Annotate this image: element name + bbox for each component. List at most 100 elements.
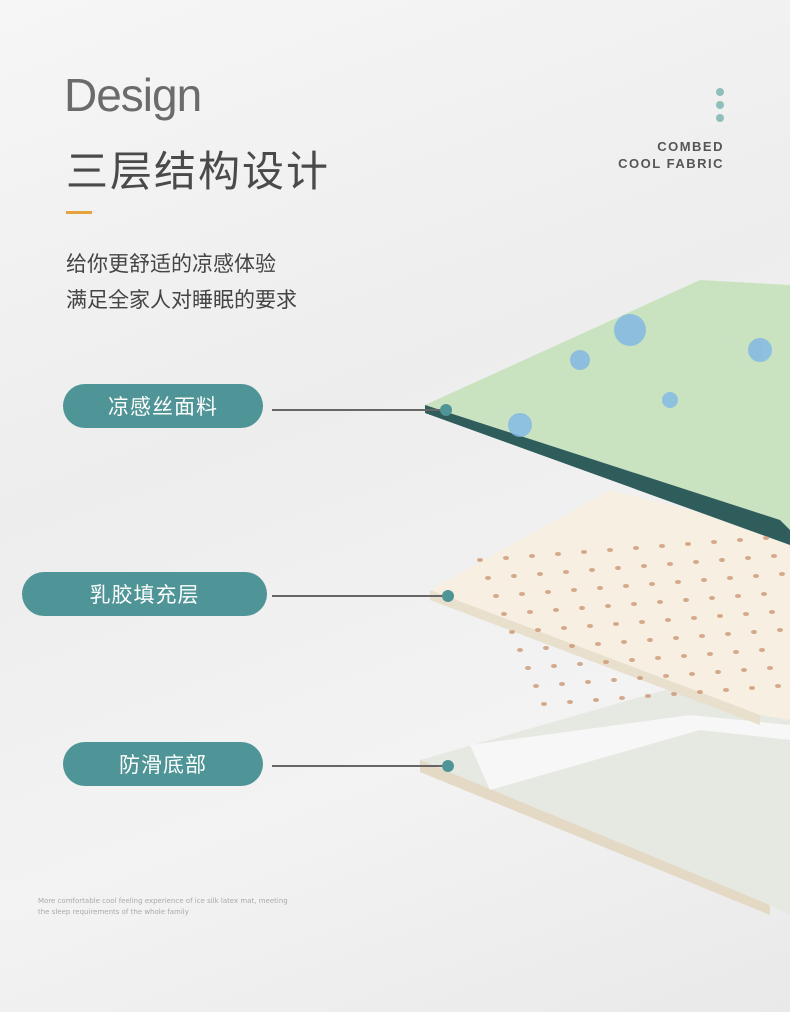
latex-hole <box>501 612 507 616</box>
footer-line-1: More comfortable cool feeling experience… <box>38 897 288 905</box>
latex-hole <box>633 546 639 550</box>
latex-hole <box>561 626 567 630</box>
latex-hole <box>555 552 561 556</box>
title-chinese: 三层结构设计 <box>66 147 331 196</box>
latex-hole <box>659 544 665 548</box>
latex-hole <box>767 666 773 670</box>
latex-hole <box>707 652 713 656</box>
latex-hole <box>775 684 781 688</box>
latex-hole <box>477 558 483 562</box>
latex-hole <box>615 566 621 570</box>
latex-hole <box>737 538 743 542</box>
latex-hole <box>559 682 565 686</box>
dots-decoration <box>716 88 724 127</box>
latex-hole <box>607 548 613 552</box>
connector-dot <box>442 590 454 602</box>
latex-hole <box>691 616 697 620</box>
latex-hole <box>605 604 611 608</box>
latex-hole <box>587 624 593 628</box>
latex-hole <box>723 688 729 692</box>
latex-hole <box>525 666 531 670</box>
latex-hole <box>647 638 653 642</box>
latex-hole <box>689 672 695 676</box>
latex-hole <box>701 578 707 582</box>
latex-hole <box>709 596 715 600</box>
footer-line-2: the sleep requirements of the whole fami… <box>38 908 189 916</box>
latex-hole <box>693 560 699 564</box>
latex-hole <box>665 618 671 622</box>
latex-hole <box>745 556 751 560</box>
latex-hole <box>503 556 509 560</box>
latex-hole <box>751 630 757 634</box>
latex-hole <box>637 676 643 680</box>
latex-hole <box>603 660 609 664</box>
latex-hole <box>511 574 517 578</box>
latex-hole <box>533 684 539 688</box>
latex-hole <box>517 648 523 652</box>
latex-hole <box>613 622 619 626</box>
latex-layer-edge <box>430 590 760 725</box>
latex-hole <box>509 630 515 634</box>
tag-line-2: COOL FABRIC <box>618 156 724 171</box>
latex-hole <box>629 658 635 662</box>
fabric-layer <box>425 280 790 530</box>
subtitle-line-2: 满足全家人对睡眠的要求 <box>66 288 297 312</box>
latex-hole <box>585 680 591 684</box>
elastic-band <box>470 715 790 790</box>
latex-hole <box>715 670 721 674</box>
latex-hole <box>681 654 687 658</box>
latex-hole <box>683 598 689 602</box>
latex-hole <box>541 702 547 706</box>
footer-caption: More comfortable cool feeling experience… <box>38 896 328 918</box>
accent-divider <box>66 211 92 214</box>
latex-hole <box>749 686 755 690</box>
latex-hole <box>655 656 661 660</box>
latex-hole <box>741 668 747 672</box>
latex-hole <box>733 650 739 654</box>
latex-hole <box>577 662 583 666</box>
latex-hole <box>535 628 541 632</box>
latex-hole <box>763 536 769 540</box>
connector-line <box>272 409 442 411</box>
latex-hole <box>551 664 557 668</box>
latex-hole <box>697 690 703 694</box>
connector-line <box>272 765 444 767</box>
latex-hole <box>493 594 499 598</box>
latex-hole <box>611 678 617 682</box>
latex-hole <box>579 606 585 610</box>
latex-hole <box>589 568 595 572</box>
latex-hole <box>595 642 601 646</box>
latex-hole <box>779 572 785 576</box>
latex-hole <box>563 570 569 574</box>
latex-hole <box>545 590 551 594</box>
latex-hole <box>553 608 559 612</box>
connector-line <box>272 595 444 597</box>
latex-hole <box>543 646 549 650</box>
latex-hole <box>519 592 525 596</box>
latex-hole <box>645 694 651 698</box>
latex-hole <box>581 550 587 554</box>
latex-hole <box>597 586 603 590</box>
subtitle-line-1: 给你更舒适的凉感体验 <box>66 252 276 276</box>
latex-hole <box>571 588 577 592</box>
bottom-layer <box>420 680 790 915</box>
latex-hole <box>727 576 733 580</box>
latex-hole <box>753 574 759 578</box>
latex-hole <box>537 572 543 576</box>
latex-hole <box>761 592 767 596</box>
latex-hole <box>777 628 783 632</box>
latex-hole <box>621 640 627 644</box>
tag-line-1: COMBED <box>657 139 724 154</box>
latex-hole <box>657 600 663 604</box>
latex-hole <box>619 696 625 700</box>
latex-hole <box>675 580 681 584</box>
latex-hole <box>529 554 535 558</box>
connector-dot <box>442 760 454 772</box>
layer-label-latex: 乳胶填充层 <box>22 572 267 616</box>
latex-hole <box>667 562 673 566</box>
latex-hole <box>699 634 705 638</box>
latex-hole <box>771 554 777 558</box>
layer-label-bottom: 防滑底部 <box>63 742 263 786</box>
connector-dot <box>440 404 452 416</box>
